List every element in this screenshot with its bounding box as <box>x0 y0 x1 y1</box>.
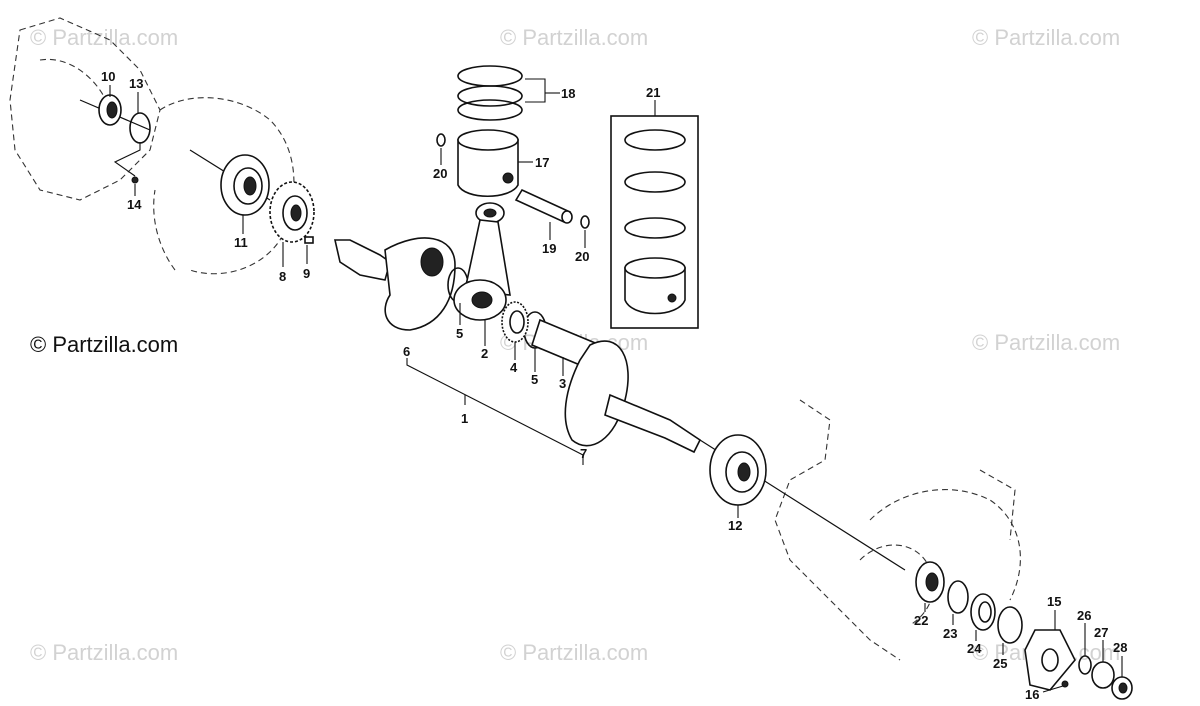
callout-26: 26 <box>1077 608 1091 623</box>
callout-3: 3 <box>559 376 566 391</box>
callout-24: 24 <box>967 641 982 656</box>
callout-11: 11 <box>234 235 248 250</box>
callout-17: 17 <box>535 155 549 170</box>
part-27-spacer <box>1091 661 1115 689</box>
callout-22: 22 <box>914 613 928 628</box>
part-6-crank-half-left <box>333 237 456 331</box>
callout-25: 25 <box>993 656 1007 671</box>
callout-8: 8 <box>279 269 286 284</box>
watermark: © Partzilla.com <box>972 330 1120 355</box>
callout-14: 14 <box>127 197 142 212</box>
callout-15: 15 <box>1047 594 1061 609</box>
part-22-bearing <box>915 561 945 603</box>
callout-4: 4 <box>510 360 518 375</box>
part-21-piston-kit-box <box>610 115 699 329</box>
callout-9: 9 <box>303 266 310 281</box>
part-20-circlip-left <box>436 133 446 147</box>
part-16-screw <box>1061 680 1069 688</box>
callout-labels: 10 13 14 11 8 9 6 5 2 4 5 3 1 7 12 18 17… <box>101 69 1127 702</box>
callout-10: 10 <box>101 69 115 84</box>
part-8-gear <box>269 181 315 243</box>
callout-20: 20 <box>433 166 447 181</box>
watermark: © Partzilla.com <box>500 25 648 50</box>
part-19-piston-pin <box>514 188 573 224</box>
part-11-bearing <box>220 154 270 216</box>
part-4-needle-bearing <box>501 301 529 343</box>
callout-2: 2 <box>481 346 488 361</box>
part-28-nut <box>1111 676 1133 700</box>
watermark: © Partzilla.com <box>30 640 178 665</box>
callout-20: 20 <box>575 249 589 264</box>
callout-21: 21 <box>646 85 660 100</box>
part-13-circlip <box>129 112 151 144</box>
part-10-oil-seal <box>98 94 122 126</box>
part-18-piston-rings <box>457 65 523 121</box>
callout-18: 18 <box>561 86 575 101</box>
right-crankcase-outline <box>774 399 1021 661</box>
part-7-crank-half-right <box>564 340 702 454</box>
part-2-connecting-rod <box>453 202 511 321</box>
callout-27: 27 <box>1094 625 1108 640</box>
part-17-piston <box>457 129 519 197</box>
part-25-o-ring <box>997 606 1023 644</box>
callout-5: 5 <box>456 326 463 341</box>
part-9-key <box>304 236 314 244</box>
callout-6: 6 <box>403 344 410 359</box>
part-15-plate <box>1024 629 1076 691</box>
callout-5: 5 <box>531 372 538 387</box>
part-24-oil-seal <box>970 593 996 631</box>
watermark-prominent: © Partzilla.com <box>30 332 178 357</box>
watermark: © Partzilla.com <box>500 640 648 665</box>
left-crankcase-outline <box>9 17 295 275</box>
callout-12: 12 <box>728 518 742 533</box>
leader-lines <box>109 78 1123 693</box>
part-14-screw <box>131 176 139 184</box>
callout-13: 13 <box>129 76 143 91</box>
callout-1: 1 <box>461 411 468 426</box>
callout-23: 23 <box>943 626 957 641</box>
callout-28: 28 <box>1113 640 1127 655</box>
part-12-bearing <box>709 434 767 506</box>
callout-16: 16 <box>1025 687 1039 702</box>
watermark: © Partzilla.com <box>972 25 1120 50</box>
callout-7: 7 <box>580 446 587 461</box>
part-23-circlip <box>947 580 969 614</box>
callout-19: 19 <box>542 241 556 256</box>
part-20-circlip-right <box>580 215 590 229</box>
